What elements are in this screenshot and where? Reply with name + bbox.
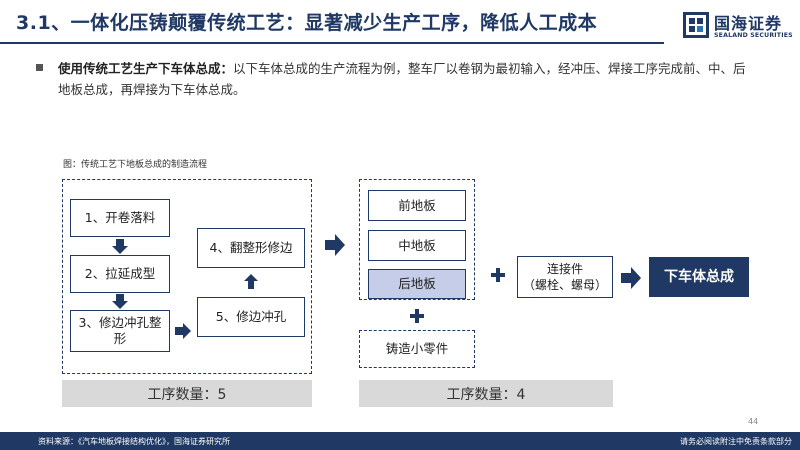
left-process-count: 工序数量：5 [62, 380, 312, 407]
title-divider [0, 42, 664, 44]
step-flange-reshape-trim: 4、翻整形修边 [197, 228, 305, 268]
floor-assembly-frame [359, 179, 475, 300]
step-draw-forming: 2、拉延成型 [70, 255, 170, 293]
arrow-right-icon [325, 234, 345, 256]
logo-chinese-name: 国海证券 [714, 14, 783, 33]
arrow-right-icon [175, 323, 191, 339]
footer-bar: 资料来源：《汽车地板焊接结构优化》，国海证券研究所 请务必阅读附注中免责条款部分 [0, 432, 800, 450]
figure-caption: 图：传统工艺下地板总成的制造流程 [63, 160, 208, 170]
middle-floor-box: 中地板 [368, 230, 466, 261]
fastener-detail: （螺栓、螺母） [522, 278, 607, 292]
cast-small-parts-box: 铸造小零件 [359, 330, 475, 368]
step-uncoil-blank: 1、开卷落料 [70, 199, 170, 237]
arrow-right-icon [621, 267, 641, 289]
stamping-process-frame [62, 179, 312, 374]
middle-process-count: 工序数量：4 [359, 380, 613, 407]
front-floor-box: 前地板 [368, 190, 466, 221]
fastener-label: 连接件 [546, 262, 583, 276]
arrow-down-icon [112, 239, 128, 254]
company-logo: 国海证券 SEALAND SECURITIES [683, 10, 795, 46]
bullet-bold-lead: 使用传统工艺生产下车体总成： [58, 61, 234, 76]
arrow-down-icon [112, 294, 128, 309]
step-trim-pierce-reshape: 3、修边冲孔整形 [70, 310, 170, 352]
footer-disclaimer: 请务必阅读附注中免责条款部分 [680, 437, 792, 446]
footer-source: 资料来源：《汽车地板焊接结构优化》，国海证券研究所 [38, 437, 230, 446]
arrow-up-icon [244, 274, 258, 289]
bullet-body: 以下车体总成的生产流程为例，整车厂以卷钢为最初输入，经冲压、焊接工序完成前、中、… [58, 61, 746, 97]
plus-icon [491, 268, 505, 282]
page-number: 44 [748, 417, 759, 426]
sealand-logo-icon [683, 12, 709, 38]
rear-floor-box: 后地板 [368, 269, 466, 299]
bullet-square-icon [36, 64, 43, 71]
plus-icon [410, 309, 424, 323]
bullet-paragraph: 使用传统工艺生产下车体总成：以下车体总成的生产流程为例，整车厂以卷钢为最初输入，… [58, 58, 758, 100]
step-trim-pierce: 5、修边冲孔 [197, 297, 305, 337]
page-title: 3.1、一体化压铸颠覆传统工艺：显著减少生产工序，降低人工成本 [16, 12, 598, 34]
fastener-box: 连接件 （螺栓、螺母） [517, 256, 613, 298]
underbody-assembly-box: 下车体总成 [649, 257, 749, 297]
logo-english-name: SEALAND SECURITIES [714, 32, 793, 39]
